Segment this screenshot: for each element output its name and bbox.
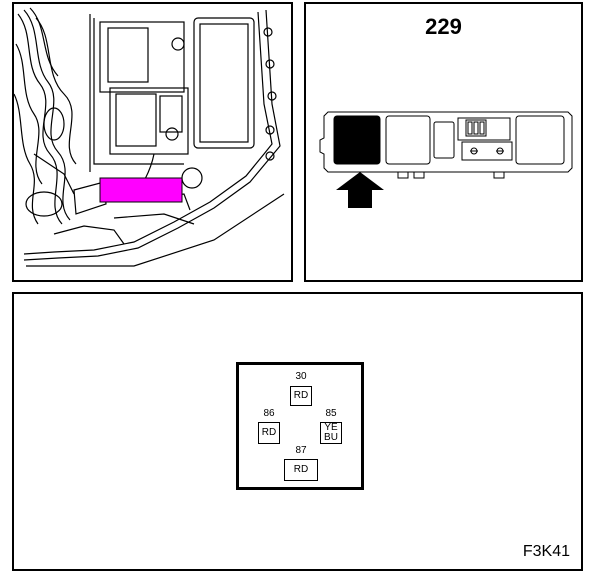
reference-code: F3K41 [522,543,570,560]
up-arrow-icon [336,172,384,208]
engine-compartment-panel [12,2,293,282]
fusebox-illustration [319,111,573,208]
engine-compartment-illustration [14,7,285,267]
figure-number: 229 [425,14,462,39]
fusebox-panel: 229 [304,2,583,282]
pin-87-wire-color: RD [284,459,318,481]
pin-30-number: 30 [295,371,307,382]
relay-socket: 30 RD 86 RD 85 YE BU 87 RD [236,362,364,490]
relay-location-highlight [99,177,183,203]
pin-30-wire-color: RD [290,386,312,406]
pin-87-number: 87 [295,445,307,456]
pin-85-wire-color: YE BU [320,422,342,444]
relay-pinout-panel: 30 RD 86 RD 85 YE BU 87 RD F3K41 [12,292,583,571]
pin-86-number: 86 [263,408,275,419]
pin-85-number: 85 [325,408,337,419]
pin-86-wire-color: RD [258,422,280,444]
